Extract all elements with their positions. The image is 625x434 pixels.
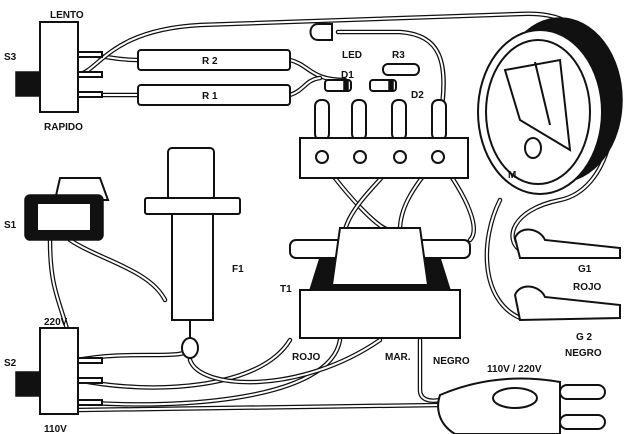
- label-f1: F1: [232, 264, 244, 275]
- label-led: LED: [342, 50, 362, 61]
- transformer-t1: [289, 227, 471, 339]
- resistor-r3: [382, 63, 420, 76]
- label-plug: 110V / 220V: [487, 364, 542, 375]
- label-g1-color: ROJO: [573, 282, 602, 293]
- wires: [47, 11, 616, 413]
- diode-d2: [369, 79, 397, 92]
- terminal-strip: [299, 99, 469, 179]
- label-minus: (–): [594, 48, 606, 59]
- label-r3: R3: [392, 50, 405, 61]
- label-r2: R 2: [202, 56, 218, 67]
- label-plus: (+): [568, 22, 581, 33]
- label-220v: 220V: [44, 317, 68, 328]
- resistor-r1: [137, 84, 291, 106]
- fuse-holder-f1: [144, 147, 241, 359]
- label-d2: D2: [411, 90, 424, 101]
- meter: [477, 17, 623, 195]
- power-plug: [437, 377, 606, 434]
- label-wire-rojo: ROJO: [292, 352, 321, 363]
- label-g1: G1: [578, 264, 592, 275]
- switch-s3: [15, 21, 103, 113]
- switch-s2: [15, 327, 103, 415]
- label-r1: R 1: [202, 91, 218, 102]
- label-wire-mar: MAR.: [385, 352, 411, 363]
- switch-s1: [24, 177, 110, 241]
- label-g2: G 2: [576, 332, 593, 343]
- label-d1: D1: [341, 70, 354, 81]
- label-rapido: RAPIDO: [44, 122, 83, 133]
- label-s1: S1: [4, 220, 17, 231]
- label-s3: S3: [4, 52, 17, 63]
- clip-g2: [513, 285, 621, 322]
- label-wire-negro: NEGRO: [433, 356, 470, 367]
- label-g2-color: NEGRO: [565, 348, 602, 359]
- clip-g1: [513, 228, 621, 259]
- label-lento: LENTO: [50, 10, 84, 21]
- diode-d1: [324, 79, 352, 92]
- led: [309, 23, 333, 41]
- label-t1: T1: [280, 284, 292, 295]
- label-110v: 110V: [44, 424, 67, 434]
- label-s2: S2: [4, 358, 17, 369]
- label-meter: M: [508, 170, 516, 181]
- resistor-r2: [137, 49, 291, 71]
